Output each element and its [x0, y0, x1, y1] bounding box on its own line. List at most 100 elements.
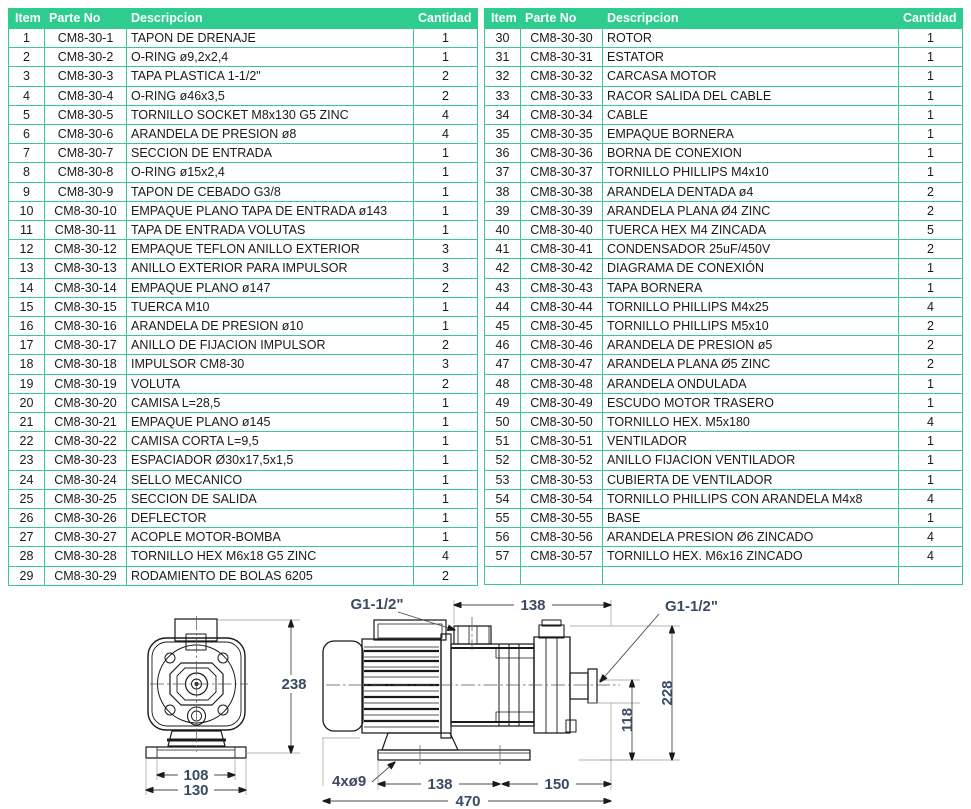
cell-item: 26 — [8, 508, 45, 529]
cell-part-no: CM8-30-18 — [44, 354, 127, 375]
cell-description: TAPA BORNERA — [602, 277, 899, 298]
cell-part-no: CM8-30-11 — [44, 220, 127, 241]
cell-item: 22 — [8, 431, 45, 452]
cell-part-no: CM8-30-8 — [44, 162, 127, 183]
cell-part-no: CM8-30-22 — [44, 431, 127, 452]
cell-cantidad: 1 — [413, 316, 478, 337]
cell-description: TORNILLO PHILLIPS M4x25 — [602, 296, 899, 318]
cell-description: TAPA PLASTICA 1-1/2" — [126, 66, 414, 87]
dimension-overall-height: 228 — [659, 680, 676, 705]
cell-item: 45 — [484, 316, 521, 337]
cell-part-no: CM8-30-44 — [520, 296, 603, 318]
cell-cantidad: 4 — [898, 546, 963, 567]
dimension-foot-outer: 130 — [183, 782, 208, 799]
cell-part-no: CM8-30-2 — [44, 47, 127, 68]
cell-item: 5 — [8, 104, 45, 126]
cell-part-no: CM8-30-25 — [44, 488, 127, 510]
cell-item: 1 — [8, 27, 45, 49]
cell-part-no: CM8-30-12 — [44, 239, 127, 260]
cell-item: 6 — [8, 124, 45, 145]
cell-cantidad: 1 — [898, 431, 963, 452]
cell-description: TAPON DE DRENAJE — [126, 27, 414, 49]
cell-description: ARANDELA DE PRESION ø8 — [126, 124, 414, 145]
cell-part-no: CM8-30-48 — [520, 373, 603, 394]
cell-item: 30 — [484, 27, 521, 49]
cell-description: TORNILLO PHILLIPS M5x10 — [602, 316, 899, 337]
cell-cantidad: 1 — [898, 450, 963, 471]
cell-part-no: CM8-30-31 — [520, 47, 603, 68]
cell-description: TAPON DE CEBADO G3/8 — [126, 181, 414, 202]
column-header-item: Item — [8, 8, 45, 29]
cell-cantidad: 1 — [413, 162, 478, 183]
cell-description: TORNILLO PHILLIPS CON ARANDELA M4x8 — [602, 488, 899, 510]
cell-description — [602, 565, 899, 585]
cell-part-no: CM8-30-30 — [520, 27, 603, 49]
cell-cantidad: 3 — [413, 258, 478, 279]
cell-description: CONDENSADOR 25uF/450V — [602, 239, 899, 260]
column-header-item: Item — [484, 8, 521, 29]
cell-description: ARANDELA PLANA Ø5 ZINC — [602, 354, 899, 375]
dimension-foot-inner: 108 — [183, 767, 208, 784]
cell-cantidad: 1 — [898, 85, 963, 106]
cell-item: 33 — [484, 85, 521, 106]
cell-item: 37 — [484, 162, 521, 183]
cell-item: 11 — [8, 220, 45, 241]
note-base-holes: 4xø9 — [332, 773, 366, 790]
cell-item: 44 — [484, 296, 521, 318]
cell-part-no: CM8-30-21 — [44, 412, 127, 433]
cell-cantidad: 2 — [413, 565, 478, 586]
cell-part-no: CM8-30-55 — [520, 508, 603, 529]
cell-item: 51 — [484, 431, 521, 452]
cell-cantidad: 2 — [898, 354, 963, 375]
side-view-drawing — [322, 619, 598, 761]
cell-description: SECCION DE SALIDA — [126, 488, 414, 510]
cell-description: TUERCA HEX M4 ZINCADA — [602, 220, 899, 241]
cell-part-no: CM8-30-47 — [520, 354, 603, 375]
table-header-row: Item Parte No Descripcion Cantidad — [484, 8, 963, 29]
cell-description: DIAGRAMA DE CONEXIÓN — [602, 258, 899, 279]
cell-item: 49 — [484, 392, 521, 414]
cell-item: 15 — [8, 296, 45, 318]
cell-cantidad: 1 — [413, 296, 478, 318]
cell-item: 39 — [484, 200, 521, 222]
cell-part-no: CM8-30-14 — [44, 277, 127, 298]
cell-item: 48 — [484, 373, 521, 394]
cell-cantidad: 2 — [898, 239, 963, 260]
cell-cantidad: 1 — [898, 162, 963, 183]
cell-item: 54 — [484, 488, 521, 510]
cell-description: ESCUDO MOTOR TRASERO — [602, 392, 899, 414]
cell-cantidad: 2 — [898, 200, 963, 222]
cell-cantidad: 2 — [413, 277, 478, 298]
cell-description: BORNA DE CONEXION — [602, 143, 899, 164]
cell-item: 47 — [484, 354, 521, 375]
cell-part-no: CM8-30-20 — [44, 392, 127, 414]
cell-description: VENTILADOR — [602, 431, 899, 452]
cell-description: RACOR SALIDA DEL CABLE — [602, 85, 899, 106]
center-lines — [150, 616, 620, 765]
column-header-part-no: Parte No — [520, 8, 603, 29]
cell-part-no: CM8-30-54 — [520, 488, 603, 510]
cell-description: DEFLECTOR — [126, 508, 414, 529]
cell-cantidad: 4 — [898, 527, 963, 548]
cell-item: 42 — [484, 258, 521, 279]
cell-description: EMPAQUE PLANO ø147 — [126, 277, 414, 298]
cell-item: 17 — [8, 335, 45, 356]
cell-item: 7 — [8, 143, 45, 164]
dimensional-drawing-section: 238 108 130 138 138 150 470 118 228 4xø9… — [0, 590, 971, 809]
cell-part-no: CM8-30-6 — [44, 124, 127, 145]
cell-cantidad: 2 — [413, 335, 478, 356]
